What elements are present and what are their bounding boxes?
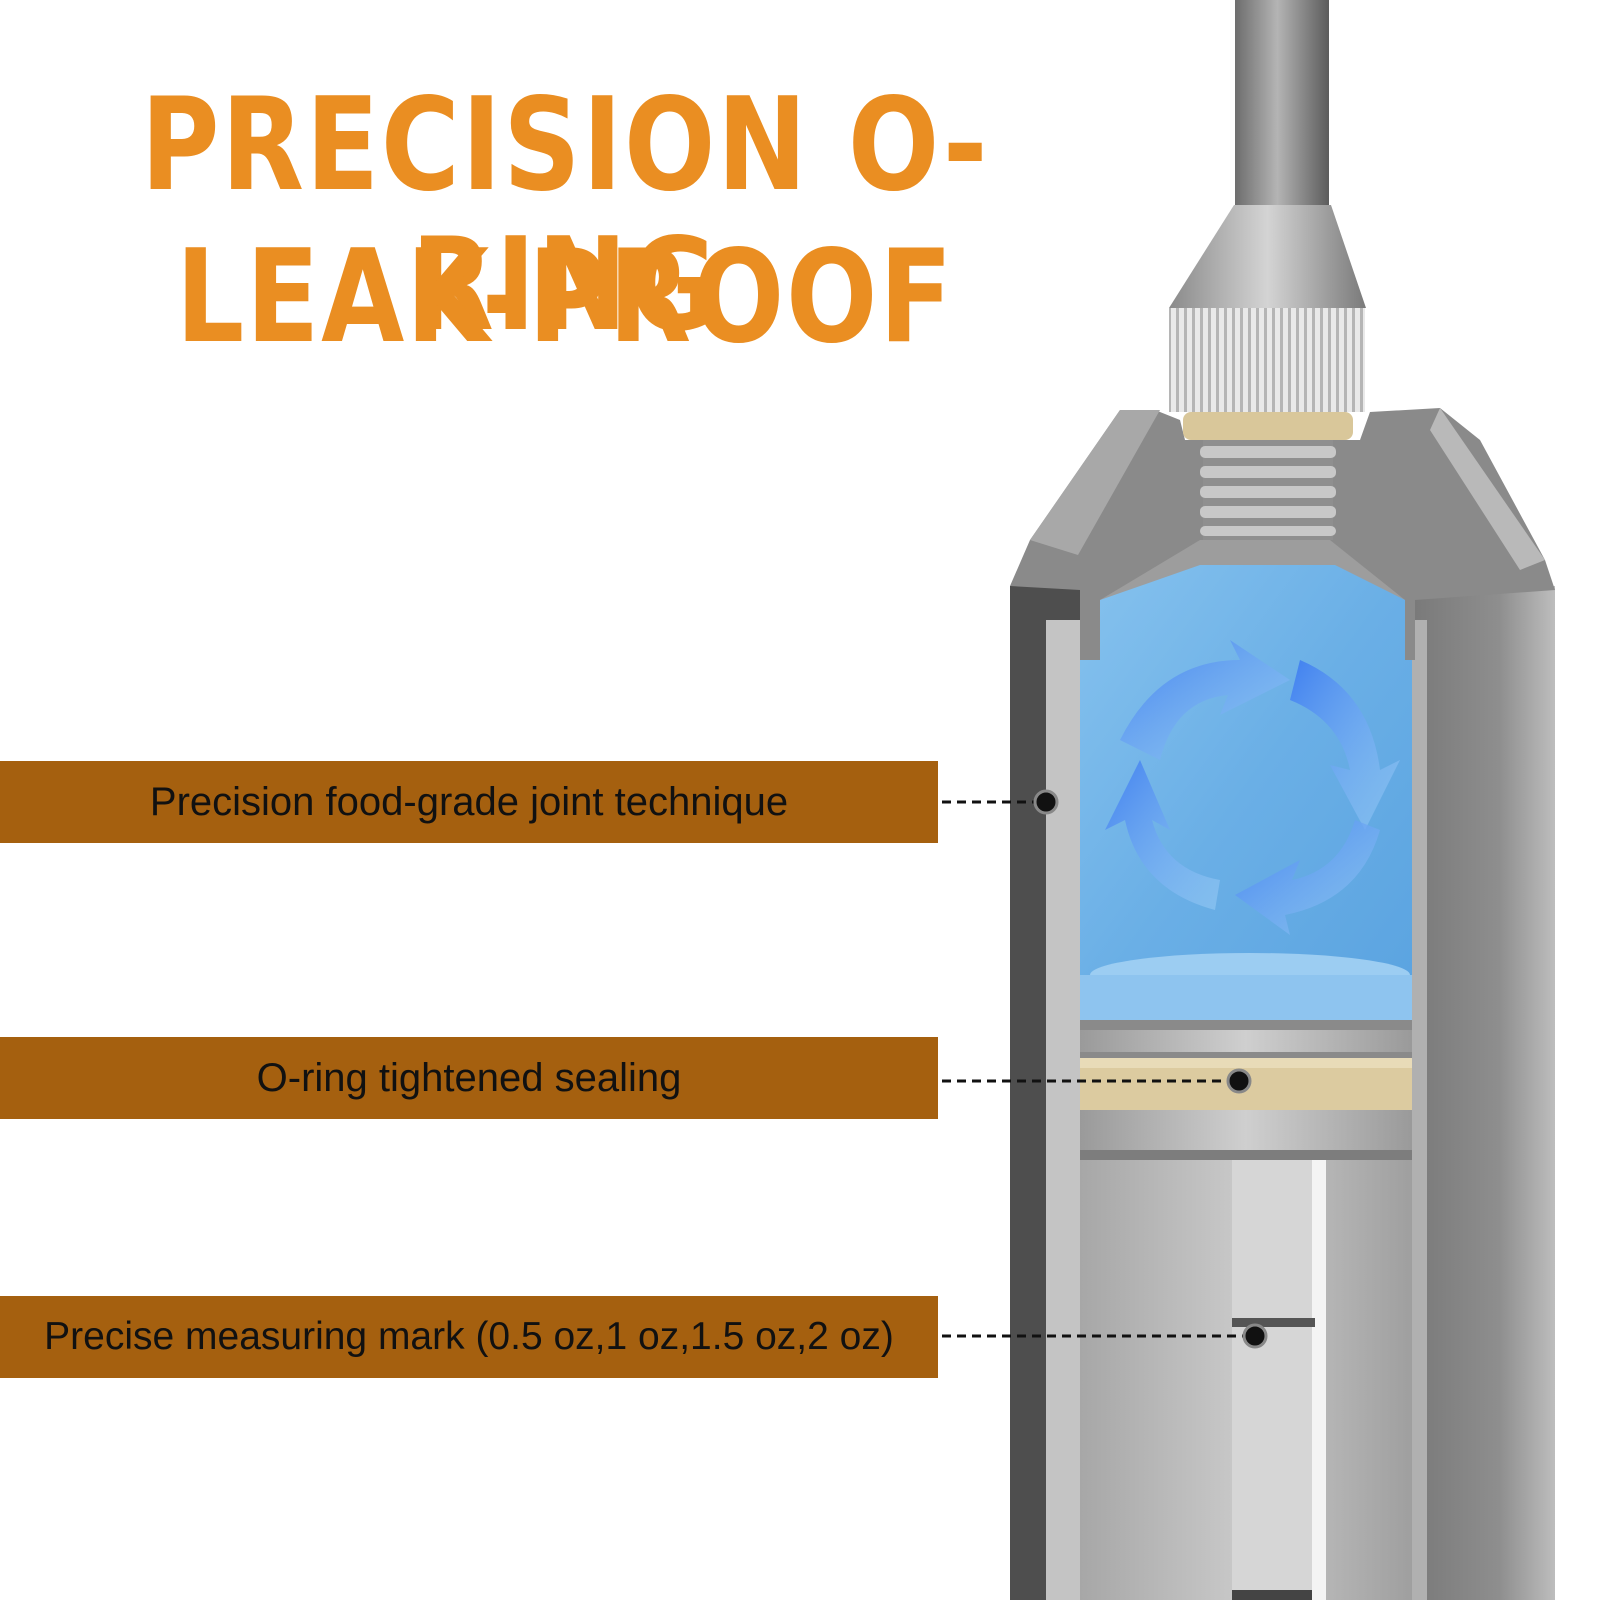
threads [1200,440,1336,540]
callout-leaders [942,800,1252,1338]
headline-line-1: PRECISION O-RING [140,71,990,360]
callout-dot-measure [1242,1323,1268,1349]
callout-label-oring: O-ring tightened sealing [256,1055,682,1100]
callout-label-joint: Precision food-grade joint technique [149,779,789,824]
headline-line-2: LEAK-PROOF [175,223,955,372]
measuring-mark [1232,1318,1315,1327]
needle-cone [1169,205,1366,308]
callout-banner-joint: Precision food-grade joint technique [0,761,938,843]
needle [1235,0,1329,205]
callout-dot-oring [1226,1068,1252,1094]
callout-label-measure: Precise measuring mark (0.5 oz,1 oz,1.5 … [44,1315,894,1358]
measuring-rod [1232,1160,1312,1600]
knurled-hub [1169,308,1365,412]
callout-banner-oring: O-ring tightened sealing [0,1037,938,1119]
callout-dot-joint [1033,789,1059,815]
callout-banner-measure: Precise measuring mark (0.5 oz,1 oz,1.5 … [0,1296,938,1378]
circular-flow-arrows-icon [1105,640,1400,935]
